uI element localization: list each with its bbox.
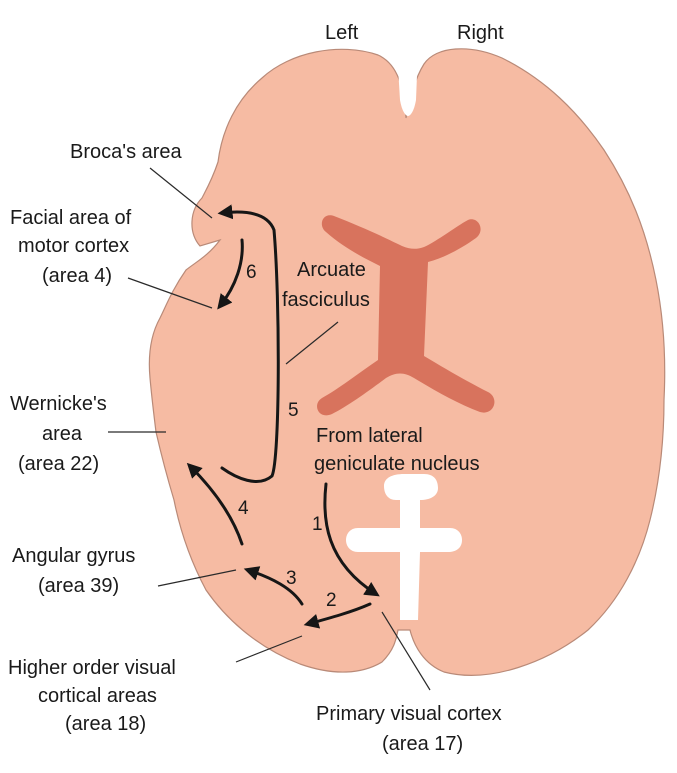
longitudinal-fissure-front	[397, 50, 418, 116]
leader-primary-visual	[381, 611, 431, 691]
leader-facial	[127, 277, 213, 309]
arrow-step-3	[243, 566, 304, 606]
step-number-3: 3	[286, 568, 297, 589]
arrow-step-1	[323, 482, 380, 597]
step-number-6: 6	[246, 262, 257, 283]
label-right: Right	[457, 22, 504, 44]
arrow-step-6	[217, 238, 244, 310]
label-brocas-area: Broca's area	[70, 141, 183, 163]
step-number-2: 2	[326, 590, 337, 611]
label-left: Left	[325, 22, 359, 44]
leader-brocas	[149, 167, 213, 219]
label-higher-order-visual: Higher order visual cortical areas (area…	[8, 657, 181, 735]
occipital-fissure	[346, 474, 462, 620]
step-number-5: 5	[288, 400, 299, 421]
arrow-step-5	[217, 204, 280, 483]
label-wernickes-area: Wernicke's area (area 22)	[10, 393, 112, 475]
leader-angular	[157, 569, 237, 587]
arrow-step-4	[186, 462, 244, 546]
step-number-1: 1	[312, 514, 323, 535]
label-primary-visual-cortex: Primary visual cortex (area 17)	[316, 703, 507, 755]
label-facial-area: Facial area of motor cortex (area 4)	[10, 207, 137, 287]
label-angular-gyrus: Angular gyrus (area 39)	[12, 545, 141, 597]
arrow-step-2	[303, 602, 372, 629]
lateral-ventricles	[317, 215, 495, 416]
step-number-4: 4	[238, 498, 249, 519]
label-lateral-geniculate: From lateral geniculate nucleus	[314, 425, 480, 475]
leader-arcuate	[285, 321, 339, 365]
label-arcuate-fasciculus: Arcuate fasciculus	[282, 259, 372, 311]
leader-higher-visual	[235, 635, 303, 663]
